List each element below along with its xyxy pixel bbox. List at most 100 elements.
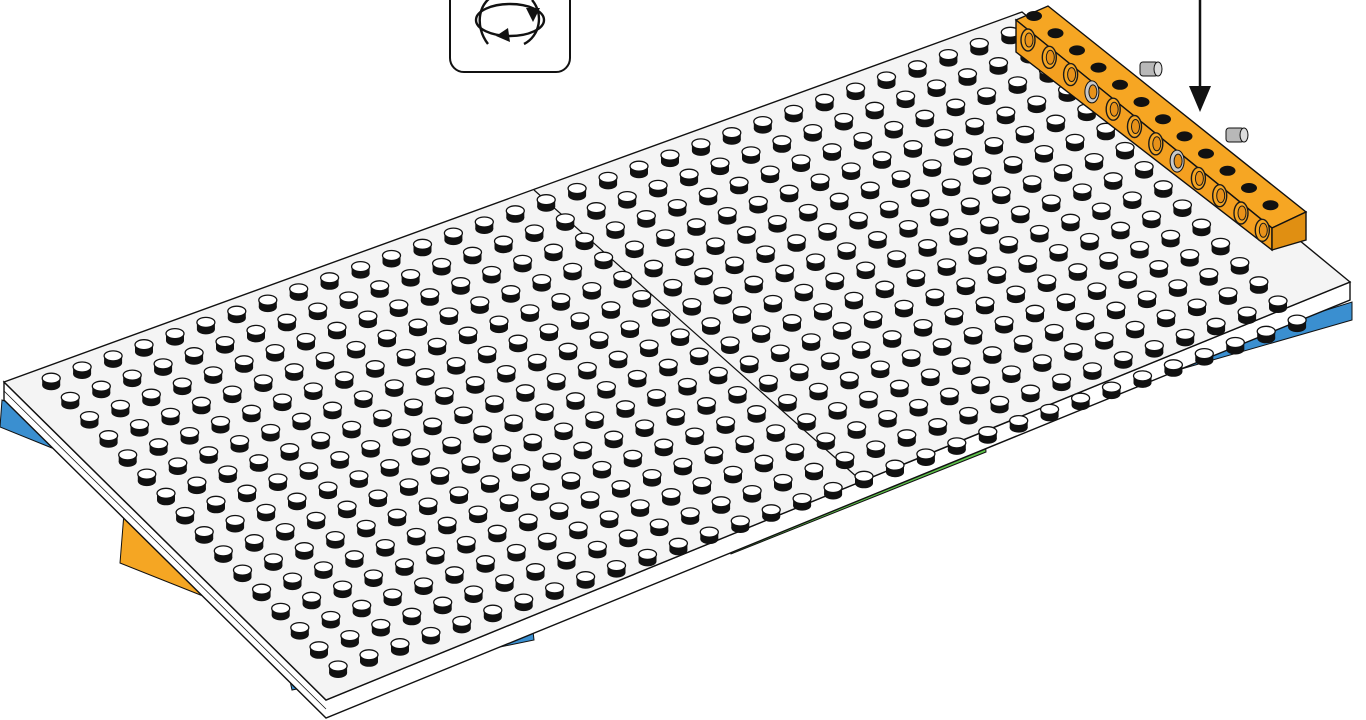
stud (1084, 152, 1104, 165)
stud (814, 93, 835, 105)
stud (382, 588, 403, 600)
stud (518, 513, 538, 525)
stud (168, 457, 188, 469)
stud (251, 583, 272, 595)
stud (685, 427, 705, 439)
stud (272, 393, 293, 405)
stud (851, 341, 871, 353)
stud (1003, 156, 1023, 168)
stud (420, 288, 440, 300)
stud (916, 448, 936, 460)
stud (775, 264, 795, 276)
beam-hole-inner (1131, 119, 1140, 134)
stud (330, 451, 350, 463)
stud (834, 112, 854, 125)
stud (632, 289, 652, 302)
beam-hole-inner (1258, 222, 1268, 238)
stud (786, 234, 807, 246)
stud (134, 339, 154, 351)
stud (194, 526, 214, 538)
stud (1153, 180, 1173, 192)
stud (344, 550, 365, 562)
stud (813, 302, 833, 315)
stud (461, 455, 481, 468)
stud (823, 481, 843, 494)
stud (1156, 309, 1176, 321)
stud (627, 369, 647, 382)
stud (524, 224, 545, 236)
stud (845, 82, 866, 94)
stud (321, 610, 341, 623)
stud (925, 288, 945, 300)
stud (636, 210, 656, 222)
stud (867, 231, 888, 243)
stud (480, 475, 500, 487)
stud (917, 239, 938, 251)
stud (767, 214, 788, 227)
stud (698, 187, 718, 200)
stud (406, 527, 426, 540)
stud (598, 171, 618, 184)
stud (249, 454, 269, 466)
stud (260, 423, 281, 436)
stud (601, 301, 621, 313)
stud (390, 638, 410, 650)
stud (947, 437, 967, 449)
stud (963, 326, 983, 339)
stud (381, 249, 402, 262)
stud (710, 157, 730, 169)
stud (704, 446, 724, 458)
stud (741, 146, 761, 158)
stud (596, 380, 617, 393)
stud (926, 79, 947, 91)
stud (256, 503, 276, 516)
stud (730, 515, 750, 527)
stud (400, 268, 421, 281)
stud (748, 195, 768, 208)
stud (773, 473, 793, 486)
stud (617, 190, 637, 203)
stud (191, 396, 212, 408)
stud (412, 238, 433, 250)
stud (468, 505, 488, 517)
stud (451, 277, 471, 289)
stud (229, 434, 250, 447)
beam-stud (1112, 79, 1128, 90)
stud (520, 304, 540, 316)
stud (1075, 312, 1095, 325)
stud (411, 447, 431, 460)
stud (310, 431, 331, 444)
stud (844, 291, 864, 304)
stud (449, 486, 469, 498)
stud (575, 571, 596, 583)
stud (593, 251, 614, 263)
stud (722, 127, 742, 139)
stud (751, 325, 771, 337)
stud (444, 566, 465, 578)
stud (232, 564, 253, 576)
stud (430, 467, 450, 479)
stud (848, 211, 869, 224)
stud (699, 526, 719, 538)
stud (506, 543, 527, 556)
stud (884, 120, 904, 133)
technic-pin-2 (1225, 127, 1249, 143)
stud (898, 219, 919, 232)
stud (72, 361, 92, 373)
stud (299, 462, 319, 474)
stud (856, 261, 876, 273)
stud (337, 500, 357, 512)
stud (605, 221, 626, 233)
stud (1191, 218, 1212, 230)
stud (875, 280, 895, 292)
stud (885, 459, 905, 471)
stud (318, 481, 338, 493)
stud (922, 159, 942, 171)
stud (1206, 317, 1226, 329)
stud (389, 299, 409, 311)
stud (418, 497, 438, 509)
technic-beam (1014, 5, 1308, 252)
stud (1137, 290, 1157, 302)
stud (368, 489, 388, 501)
